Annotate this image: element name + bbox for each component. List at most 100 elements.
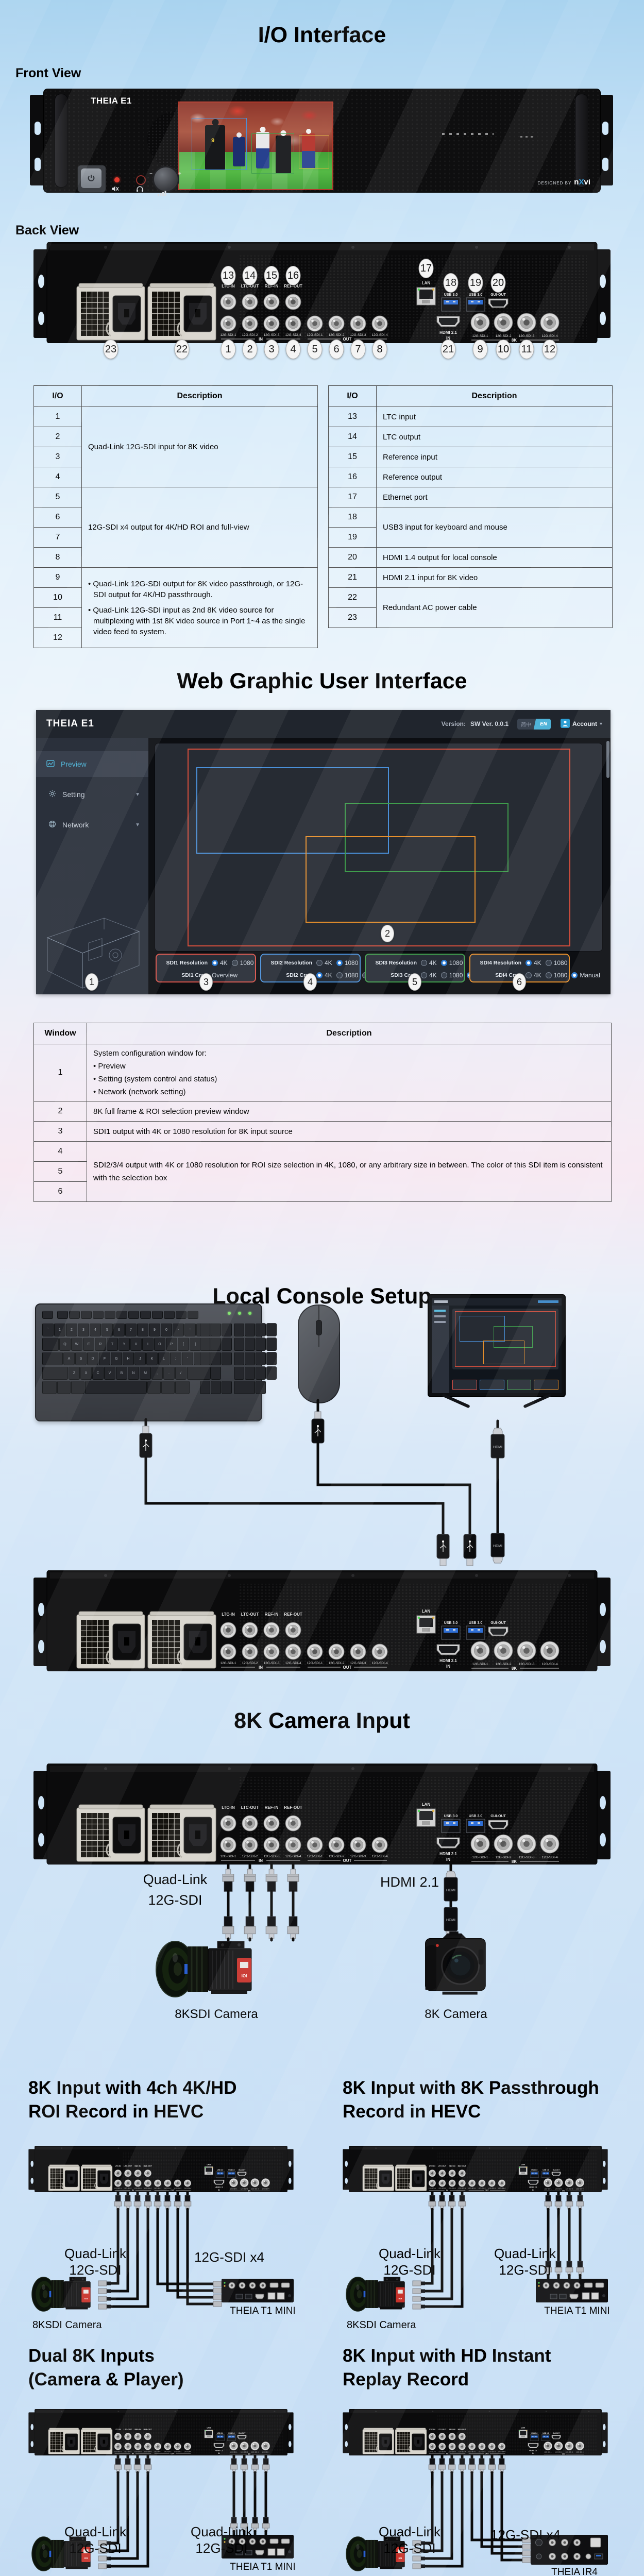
io-number-cell: 7 xyxy=(33,527,82,548)
svg-text:REF-OUT: REF-OUT xyxy=(144,2428,152,2430)
keyboard-key: J xyxy=(134,1352,146,1365)
radio-4k[interactable] xyxy=(526,960,532,966)
svg-text:USB 3.0: USB 3.0 xyxy=(217,2169,223,2171)
headphone-icon xyxy=(136,185,144,195)
roi-sdi2-blue[interactable] xyxy=(196,767,389,854)
radio-option-label[interactable]: 1080 xyxy=(344,972,359,979)
radio-1080[interactable] xyxy=(545,960,552,966)
svg-text:LTC-IN: LTC-IN xyxy=(429,2165,435,2167)
keyboard-key: N xyxy=(128,1366,139,1380)
radio-option-label[interactable]: 1080 xyxy=(449,972,463,979)
sidebar-item-label: Setting xyxy=(62,790,85,799)
account-icon xyxy=(560,718,570,730)
language-option-en[interactable]: EN xyxy=(533,718,551,730)
io-number-cell: 3 xyxy=(33,447,82,467)
radio-option-label[interactable]: 1080 xyxy=(449,959,463,967)
svg-text:12G-SDI-4: 12G-SDI-4 xyxy=(576,2188,584,2190)
keyboard-key: 3 xyxy=(78,1323,89,1336)
svg-text:12G-SDI-4: 12G-SDI-4 xyxy=(371,1855,387,1858)
radio-1080[interactable] xyxy=(336,960,343,966)
sidebar-item-preview[interactable]: Preview xyxy=(36,751,148,777)
radio-option-label[interactable]: 1080 xyxy=(553,959,568,967)
radio-manual[interactable] xyxy=(571,972,578,978)
preview-window[interactable] xyxy=(155,743,603,952)
svg-text:12G-SDI-2: 12G-SDI-2 xyxy=(242,1855,258,1858)
radio-1080[interactable] xyxy=(440,972,447,978)
svg-text:12G-SDI-3: 12G-SDI-3 xyxy=(488,2451,496,2453)
screen-roi-green xyxy=(251,133,294,174)
radio-option-label[interactable]: 1080 xyxy=(344,959,359,967)
table-header-cell: Window xyxy=(33,1023,87,1044)
radio-option-label[interactable]: 4K xyxy=(220,959,228,967)
radio-option-label[interactable]: Manual xyxy=(580,972,600,979)
svg-text:GUI-OUT: GUI-OUT xyxy=(239,2432,246,2434)
svg-text:LAN: LAN xyxy=(422,281,431,285)
keyboard-key: C xyxy=(92,1366,104,1380)
radio-1080[interactable] xyxy=(440,960,447,966)
radio-4k[interactable] xyxy=(316,972,323,978)
gui-version-value: SW Ver. 0.0.1 xyxy=(470,720,509,727)
radio-4k[interactable] xyxy=(316,960,323,966)
keyboard-key: ' xyxy=(182,1352,193,1365)
svg-text:OUT: OUT xyxy=(485,2190,489,2192)
radio-1080[interactable] xyxy=(231,960,238,966)
sidebar-item-setting[interactable]: Setting▼ xyxy=(36,782,148,807)
keyboard-key: R xyxy=(95,1337,106,1351)
radio-option-label[interactable]: 4K xyxy=(429,959,437,967)
radio-4k[interactable] xyxy=(212,960,218,966)
svg-text:12G-SDI-2: 12G-SDI-2 xyxy=(495,1663,511,1666)
language-toggle[interactable]: 简中 EN xyxy=(517,718,551,730)
language-option-zh[interactable]: 简中 xyxy=(521,722,532,728)
roi-sdi3-green[interactable] xyxy=(345,803,509,872)
radio-option-label[interactable]: 4K xyxy=(534,972,541,979)
radio-option-label[interactable]: 1080 xyxy=(240,959,254,967)
io-number-cell: 9 xyxy=(33,567,82,588)
radio-1080[interactable] xyxy=(336,972,343,978)
table-row: 6 xyxy=(33,1181,612,1202)
svg-text:IN: IN xyxy=(259,1858,263,1863)
radio-option-label[interactable]: 1080 xyxy=(553,972,568,979)
keyboard-key xyxy=(266,1323,277,1336)
svg-text:12G-SDI-2: 12G-SDI-2 xyxy=(164,2451,172,2453)
radio-option-label[interactable]: 4K xyxy=(534,959,541,967)
headphone-jack[interactable] xyxy=(136,175,146,185)
power-button[interactable] xyxy=(81,168,101,188)
radio-option-label[interactable]: 4K xyxy=(429,972,437,979)
radio-1080[interactable] xyxy=(545,972,552,978)
sidebar-item-network[interactable]: Network▼ xyxy=(36,812,148,838)
radio-4k[interactable] xyxy=(526,972,532,978)
scrollbar[interactable] xyxy=(606,741,609,778)
svg-text:12G-SDI-4: 12G-SDI-4 xyxy=(184,2188,192,2190)
screen-roi-yellow xyxy=(298,135,330,168)
radio-4k[interactable] xyxy=(421,960,427,966)
keyboard-key xyxy=(128,1311,139,1319)
svg-text:LTC-OUT: LTC-OUT xyxy=(241,284,259,289)
svg-text:12G-SDI-1: 12G-SDI-1 xyxy=(230,2188,238,2190)
keyboard-key: B xyxy=(116,1366,127,1380)
io-number-cell: 20 xyxy=(328,547,377,568)
svg-text:USB 3.0: USB 3.0 xyxy=(444,293,458,297)
keyboard-key xyxy=(188,1311,198,1319)
svg-text:12G-SDI-4: 12G-SDI-4 xyxy=(262,2451,269,2453)
radio-4k[interactable] xyxy=(421,972,427,978)
radio-option-label[interactable]: 4K xyxy=(325,972,332,979)
keyboard-key: , xyxy=(151,1366,163,1380)
radio-option-label[interactable]: 4K xyxy=(325,959,332,967)
svg-text:LTC-IN: LTC-IN xyxy=(222,284,235,289)
window-desc-cell: SDI2/3/4 output with 4K or 1080 resoluti… xyxy=(87,1141,612,1202)
roi-sdi4-orange[interactable] xyxy=(306,836,476,923)
account-menu[interactable]: Account ▾ xyxy=(560,718,602,730)
io-desc-cell: • Quad-Link 12G-SDI output for 8K video … xyxy=(81,567,318,648)
globe-icon xyxy=(48,820,56,829)
volume-knob[interactable] xyxy=(152,166,179,193)
roi-full-frame-red[interactable] xyxy=(188,749,570,946)
status-led xyxy=(114,177,120,182)
io-number-cell: 21 xyxy=(328,567,377,588)
keyboard-key: 6 xyxy=(113,1323,125,1336)
